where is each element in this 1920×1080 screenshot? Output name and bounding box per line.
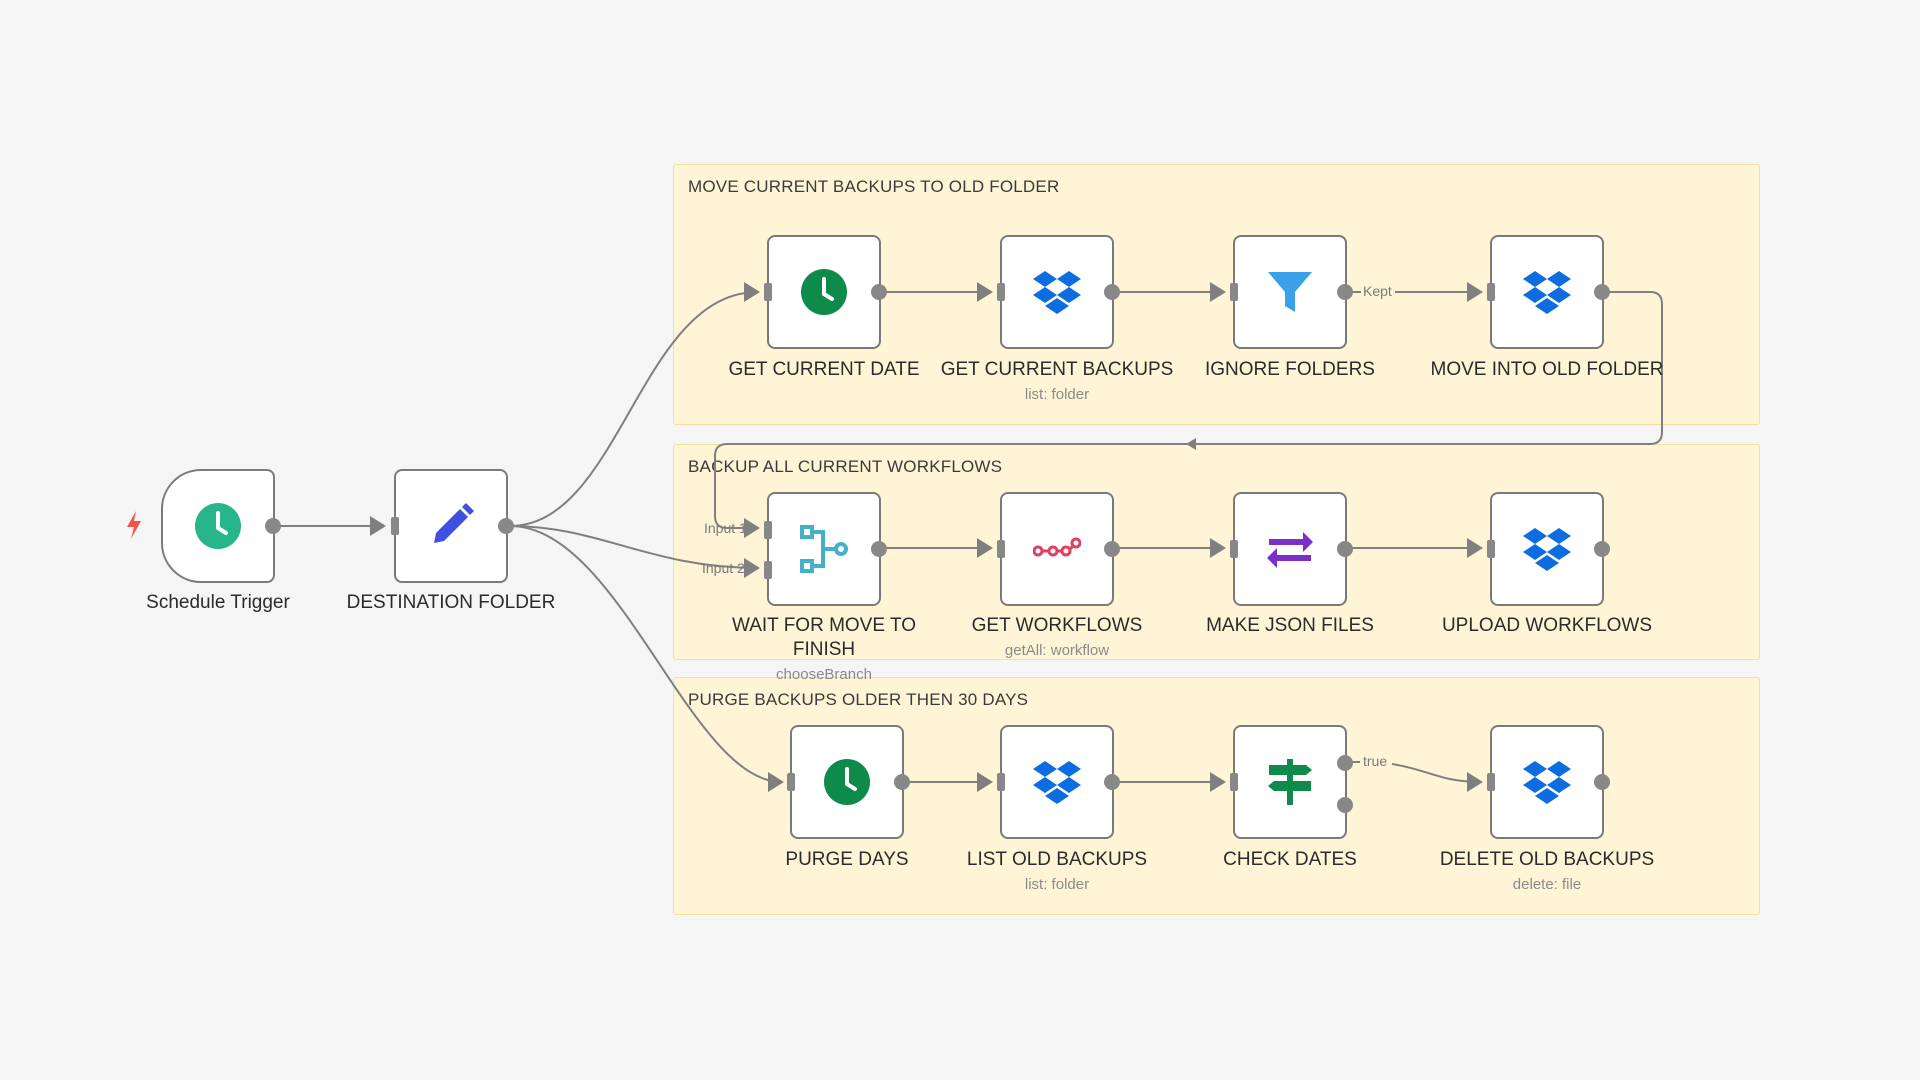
edge-destination-to-wait-input2[interactable] [509, 525, 760, 578]
input-port[interactable] [1487, 773, 1495, 791]
node-destination-folder[interactable] [391, 469, 514, 583]
node-purge-days[interactable] [787, 725, 910, 839]
node-ignore-folders[interactable] [1230, 235, 1353, 349]
output-port[interactable] [871, 284, 887, 300]
input-port[interactable] [997, 540, 1005, 558]
node-check-dates[interactable] [1230, 725, 1353, 839]
node-label: DESTINATION FOLDER [346, 592, 556, 613]
output-port[interactable] [1337, 284, 1353, 300]
dropbox-icon [1033, 270, 1081, 314]
input-port[interactable] [1487, 283, 1495, 301]
node-label: GET CURRENT BACKUPS [940, 359, 1174, 380]
node-label: MOVE INTO OLD FOLDER [1430, 359, 1664, 380]
group-title: MOVE CURRENT BACKUPS TO OLD FOLDER [688, 177, 1060, 196]
output-port[interactable] [1104, 541, 1120, 557]
edge-label-true: true [1363, 753, 1388, 769]
output-port[interactable] [894, 774, 910, 790]
input-port[interactable] [764, 283, 772, 301]
convert-arrows-icon [1265, 529, 1315, 569]
dropbox-icon [1523, 270, 1571, 314]
input-port[interactable] [391, 517, 399, 535]
node-label: IGNORE FOLDERS [1205, 359, 1375, 380]
node-label: DELETE OLD BACKUPS [1439, 849, 1655, 870]
dropbox-icon [1523, 527, 1571, 571]
output-port[interactable] [871, 541, 887, 557]
node-subtitle: chooseBranch [776, 666, 872, 683]
node-upload-workflows[interactable] [1487, 492, 1610, 606]
clock-icon [824, 759, 870, 805]
node-get-workflows[interactable] [997, 492, 1120, 606]
node-wait-for-move-to-finish[interactable] [764, 492, 887, 606]
group-title: PURGE BACKUPS OLDER THEN 30 DAYS [688, 690, 1029, 709]
output-port-true[interactable] [1337, 755, 1353, 771]
node-move-into-old-folder[interactable] [1487, 235, 1610, 349]
node-get-current-date[interactable] [764, 235, 887, 349]
group-title: BACKUP ALL CURRENT WORKFLOWS [688, 457, 1003, 476]
edge-destination-to-get-date[interactable] [509, 282, 760, 527]
output-port[interactable] [498, 518, 514, 534]
trigger-bolt-icon [124, 510, 144, 545]
input-port-2[interactable] [764, 561, 772, 579]
input-port[interactable] [1487, 540, 1495, 558]
output-port[interactable] [1594, 774, 1610, 790]
signpost-icon [1266, 757, 1314, 807]
node-subtitle: list: folder [1024, 876, 1090, 893]
output-port[interactable] [1337, 541, 1353, 557]
merge-icon [799, 524, 849, 574]
output-port[interactable] [1104, 774, 1120, 790]
input-port-1[interactable] [764, 521, 772, 539]
node-delete-old-backups[interactable] [1487, 725, 1610, 839]
node-subtitle: list: folder [1024, 386, 1090, 403]
input-port[interactable] [997, 283, 1005, 301]
output-port[interactable] [1594, 284, 1610, 300]
node-label: UPLOAD WORKFLOWS [1441, 615, 1653, 636]
node-label-line-1: WAIT FOR MOVE TO [731, 615, 917, 636]
node-subtitle: getAll: workflow [1004, 642, 1110, 659]
pencil-icon [426, 501, 476, 551]
node-schedule-trigger[interactable] [161, 469, 281, 583]
node-label: PURGE DAYS [785, 849, 909, 870]
node-list-old-backups[interactable] [997, 725, 1120, 839]
output-port[interactable] [1104, 284, 1120, 300]
edge-destination-to-purge-days[interactable] [509, 525, 784, 792]
node-make-json-files[interactable] [1230, 492, 1353, 606]
clock-icon [195, 503, 241, 549]
node-label: WAIT FOR MOVE TO FINISH [704, 614, 944, 662]
n8n-icon [1033, 537, 1081, 561]
dropbox-icon [1033, 760, 1081, 804]
node-subtitle: delete: file [1512, 876, 1582, 893]
node-label: GET WORKFLOWS [971, 615, 1143, 636]
node-label: GET CURRENT DATE [728, 359, 920, 380]
input-port[interactable] [787, 773, 795, 791]
dropbox-icon [1523, 760, 1571, 804]
node-label: MAKE JSON FILES [1206, 615, 1374, 636]
input-port[interactable] [1230, 283, 1238, 301]
edge-label-kept: Kept [1363, 283, 1392, 299]
output-port-false[interactable] [1337, 797, 1353, 813]
node-label: Schedule Trigger [146, 592, 290, 613]
output-port[interactable] [1594, 541, 1610, 557]
clock-icon [801, 269, 847, 315]
node-label: LIST OLD BACKUPS [966, 849, 1148, 870]
input-port[interactable] [997, 773, 1005, 791]
edge-label-input-1: Input 1 [704, 520, 747, 536]
output-port[interactable] [265, 518, 281, 534]
node-get-current-backups[interactable] [997, 235, 1120, 349]
node-label: CHECK DATES [1223, 849, 1357, 870]
edge-label-input-2: Input 2 [702, 560, 745, 576]
filter-icon [1266, 268, 1314, 316]
input-port[interactable] [1230, 773, 1238, 791]
input-port[interactable] [1230, 540, 1238, 558]
node-label-line-2: FINISH [792, 639, 856, 660]
